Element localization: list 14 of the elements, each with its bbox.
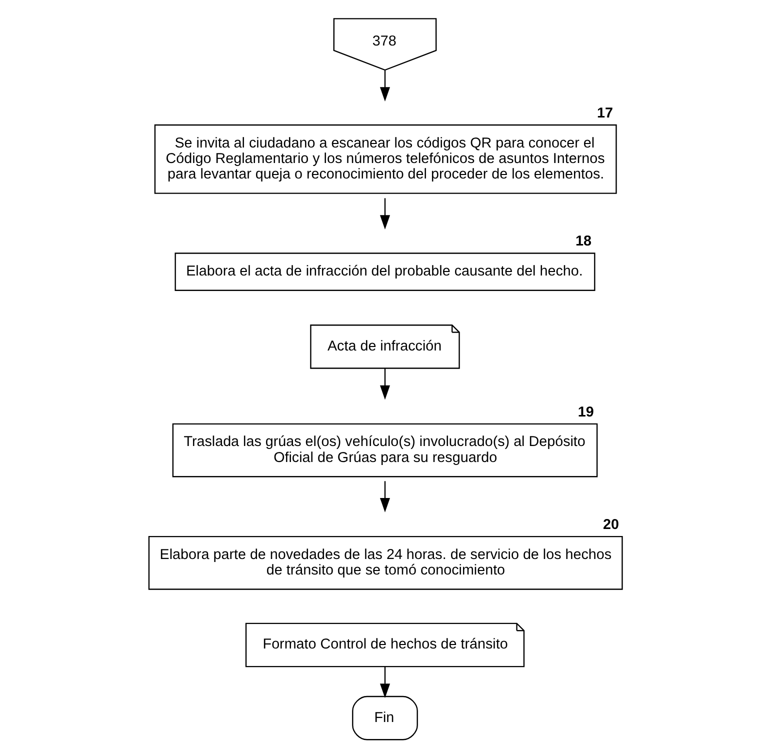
node-box: Fin	[352, 696, 418, 740]
node-label: 18	[574, 234, 591, 250]
node-box: Se invita al ciudadano a escanear los códigos QR para conocer el Código Reglamentario y los números telefónicos de asuntos Internos para levantar queja o reconocimiento del proceder de los elementos.	[154, 124, 616, 194]
arrow	[379, 368, 390, 400]
node-label: 17	[596, 105, 613, 122]
arrow	[379, 481, 390, 512]
node-box: Elabora el acta de infracción del probable causante del hecho.	[174, 252, 595, 291]
arrow	[379, 666, 390, 698]
arrow	[379, 70, 390, 102]
node-label: 20	[602, 516, 619, 533]
node-box: Traslada las grúas el(os) vehículo(s) involucrado(s) al Depósito Oficial de Grúas para su resguardo	[172, 423, 598, 478]
node-box: Elabora parte de novedades de las 24 horas. de servicio de los hechos de tránsito que se tomó conocimiento	[148, 536, 622, 590]
arrow	[379, 198, 390, 230]
node-label: 19	[577, 404, 594, 420]
